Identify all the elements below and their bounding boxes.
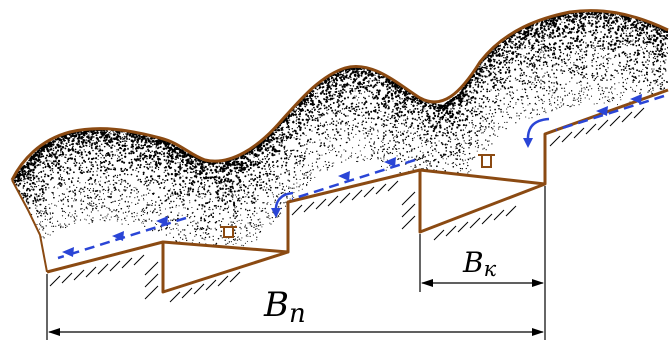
drop-arrowheads: [271, 138, 533, 218]
berm-section-lower: [161, 242, 289, 294]
hatch-group-2: [144, 261, 241, 303]
flow-arrow-icon: [384, 157, 396, 167]
bench-width-subscript: n: [289, 299, 306, 329]
left-edge-line: [11, 179, 48, 273]
pipe-outlet-icon: [478, 154, 495, 168]
flow-arrow-icon: [156, 216, 168, 226]
hatch-group-1: [49, 254, 145, 287]
flow-arrow-icon: [62, 247, 74, 257]
flow-arrowheads: [62, 94, 642, 257]
bench-width-symbol: B: [263, 285, 289, 325]
bench-surface-lower: [46, 88, 669, 274]
hatch-group-5: [549, 107, 645, 147]
dimension-lines: [46, 186, 546, 340]
pipe-outlet-icon: [220, 226, 237, 238]
flow-arrow-icon: [523, 138, 533, 148]
berm-width-subscript: к: [484, 257, 497, 281]
slope-hatching: [49, 107, 645, 303]
soil-mass: [12, 10, 668, 272]
berm-section-upper: [418, 170, 546, 234]
flow-arrow-icon: [555, 94, 665, 132]
flow-arrow-icon: [271, 208, 281, 218]
berm-width-label: Bк: [462, 246, 497, 281]
flow-arrow-icon: [112, 231, 124, 241]
bench-width-label: Bn: [263, 285, 306, 329]
flow-arrow-icon: [596, 106, 608, 116]
ground-surface-line: [10, 9, 669, 181]
flow-arrow-icon: [630, 94, 642, 104]
flow-arrow-icon: [338, 171, 350, 181]
hatch-group-3: [291, 180, 399, 216]
hatch-group-4: [401, 191, 517, 241]
terrace-profile: [46, 88, 669, 294]
berm-width-symbol: B: [462, 246, 484, 279]
